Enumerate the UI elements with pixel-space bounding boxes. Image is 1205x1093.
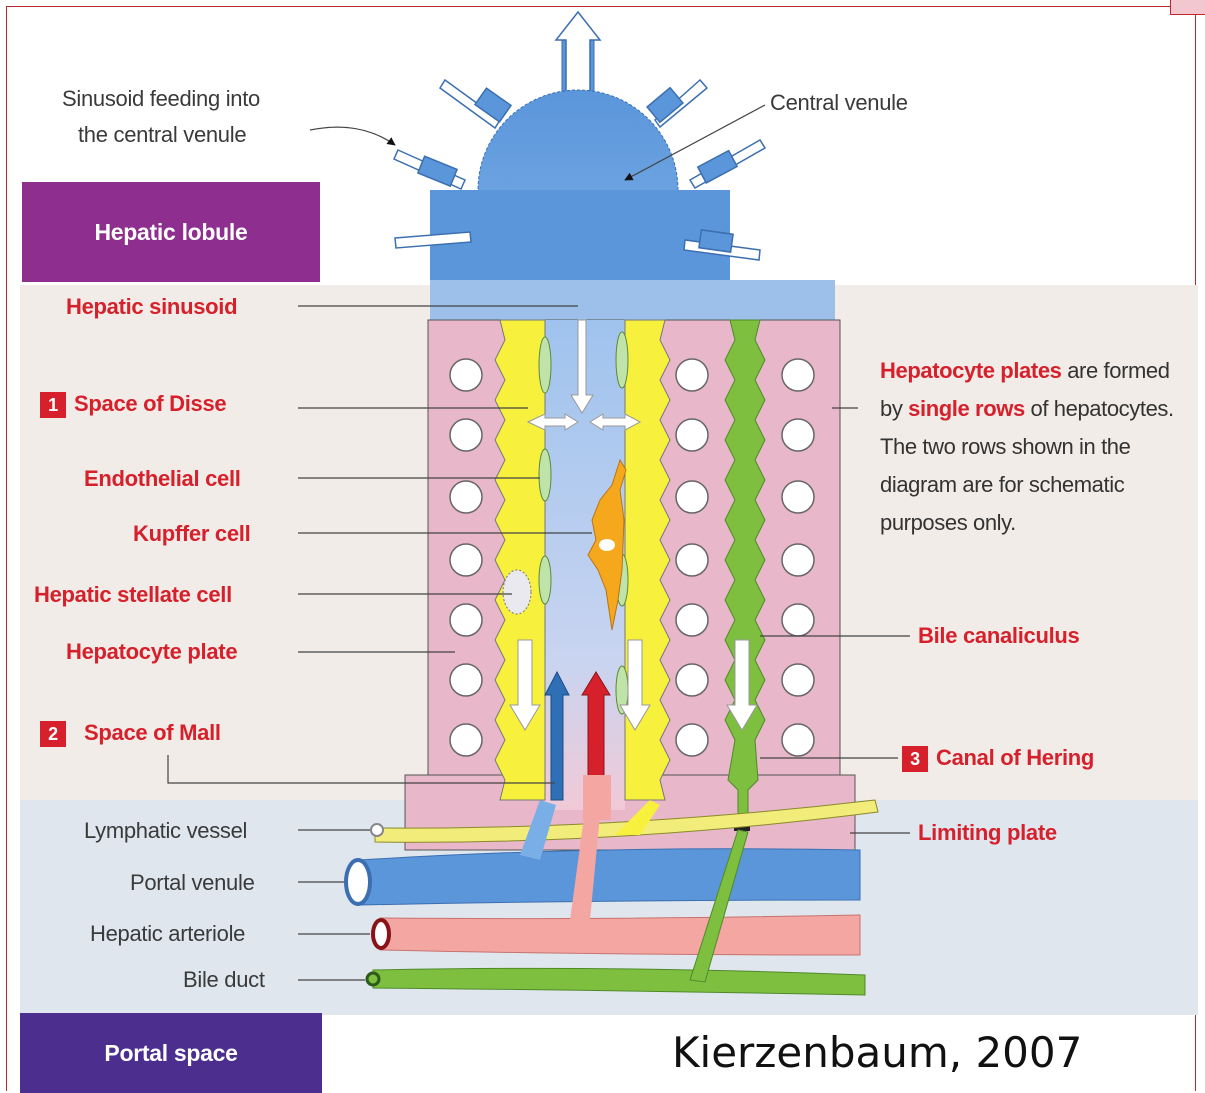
hepatocyte-plates-note: Hepatocyte plates are formed by single r… — [880, 352, 1180, 542]
portal-space-box: Portal space — [20, 1013, 322, 1093]
portal-space-label: Portal space — [104, 1040, 237, 1067]
stellate-cell — [503, 570, 531, 614]
note-highlight-2: single rows — [908, 396, 1025, 421]
hepatic-sinusoid-label: Hepatic sinusoid — [66, 294, 237, 320]
hepatic-lobule-box: Hepatic lobule — [22, 182, 320, 282]
sinusoid-feeding-label-line2: the central venule — [78, 122, 246, 148]
marker-3: 3 — [902, 746, 928, 772]
space-of-mall-text: Space of Mall — [84, 720, 221, 745]
bile-duct-label: Bile duct — [183, 967, 265, 993]
hepatic-arteriole-label: Hepatic arteriole — [90, 921, 245, 947]
portal-venule-label: Portal venule — [130, 870, 255, 896]
kupffer-cell-label: Kupffer cell — [133, 521, 250, 547]
sinusoid-feeding-label: Sinusoid feeding into — [62, 86, 260, 112]
space-of-mall-label: 2 Space of Mall — [40, 720, 221, 747]
space-of-disse-text: Space of Disse — [74, 391, 226, 416]
lymphatic-vessel-label: Lymphatic vessel — [84, 818, 247, 844]
canal-of-hering-label: 3 Canal of Hering — [902, 745, 1094, 772]
limiting-plate-label: Limiting plate — [918, 820, 1057, 846]
endothelial-cell-label: Endothelial cell — [84, 466, 241, 492]
marker-1: 1 — [40, 392, 66, 418]
canal-of-hering-text: Canal of Hering — [936, 745, 1094, 770]
central-venule-label: Central venule — [770, 90, 908, 116]
hepatic-lobule-label: Hepatic lobule — [95, 219, 248, 246]
central-venule — [430, 12, 835, 320]
marker-2: 2 — [40, 721, 66, 747]
bile-canaliculus-label: Bile canaliculus — [918, 623, 1080, 649]
space-of-disse-label: 1 Space of Disse — [40, 391, 226, 418]
citation: Kierzenbaum, 2007 — [672, 1028, 1082, 1077]
hepatic-stellate-cell-label: Hepatic stellate cell — [34, 582, 232, 608]
hepatocyte-plate-label: Hepatocyte plate — [66, 639, 237, 665]
note-highlight-1: Hepatocyte plates — [880, 358, 1062, 383]
